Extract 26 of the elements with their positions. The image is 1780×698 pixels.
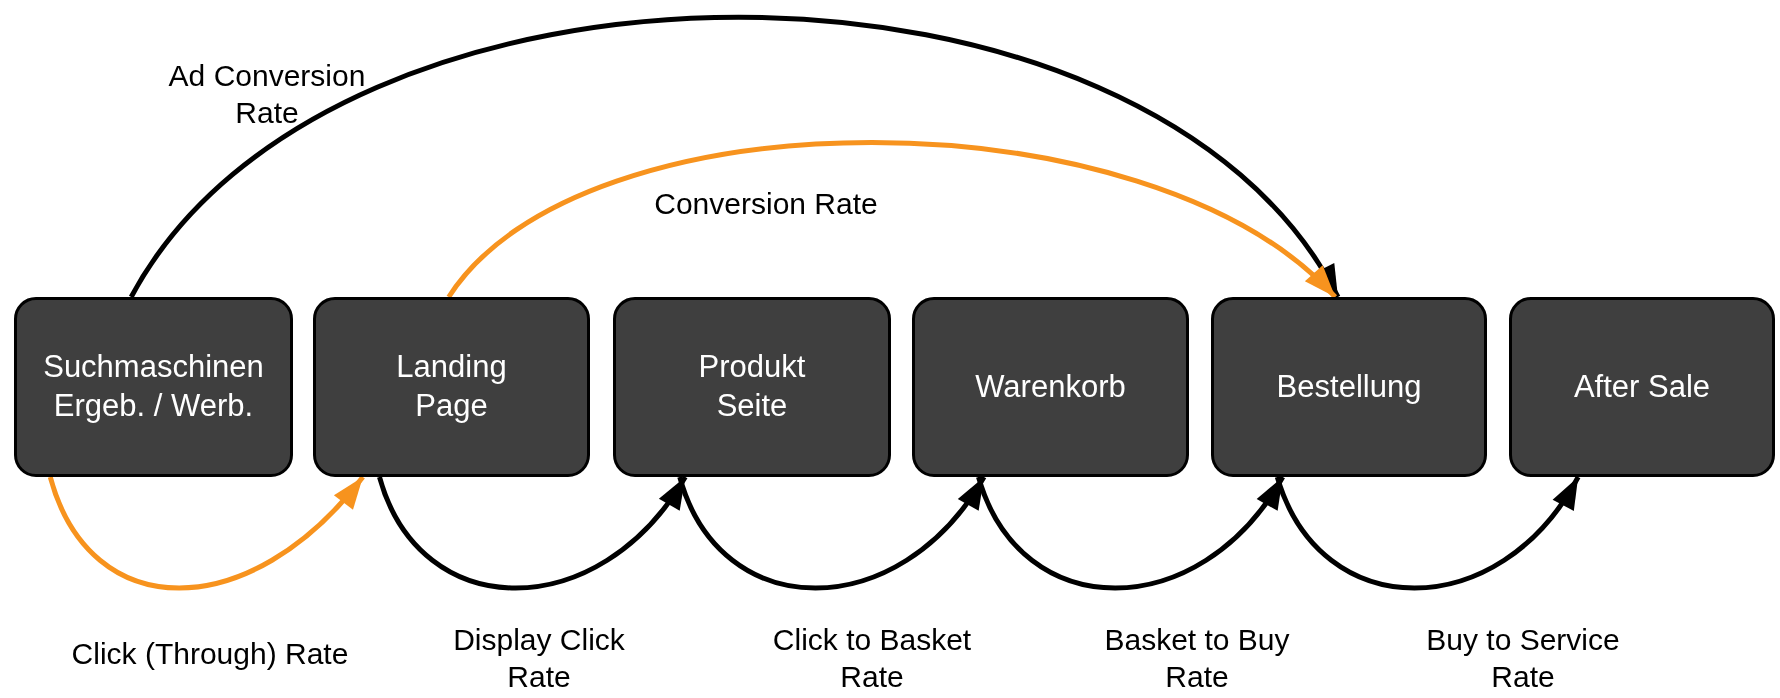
edge-label: Click to Basket Rate: [771, 622, 973, 695]
curved-arrow: [446, 140, 1337, 299]
node-label: After Sale: [1573, 367, 1711, 406]
curved-arrow: [1274, 475, 1581, 591]
edge-label: Ad Conversion Rate: [167, 58, 367, 131]
edge-label: Click (Through) Rate: [70, 636, 350, 672]
curved-arrow: [377, 475, 688, 591]
curved-arrow: [976, 475, 1285, 591]
process-box: [1211, 297, 1487, 477]
curved-arrow: [47, 475, 365, 591]
process-box: [313, 297, 590, 477]
curved-arrow: [129, 15, 1340, 299]
edge-label: Basket to Buy Rate: [1103, 622, 1291, 695]
edge-label: Buy to Service Rate: [1425, 622, 1621, 695]
edge-label: Display Click Rate: [452, 622, 626, 695]
process-box: [1509, 297, 1775, 477]
node-label: Landing Page: [395, 348, 508, 425]
process-box: [613, 297, 891, 477]
process-box: [912, 297, 1189, 477]
node-label: Bestellung: [1276, 367, 1422, 406]
node-label: Suchmaschinen Ergeb. / Werb.: [42, 348, 265, 425]
node-label: Warenkorb: [975, 367, 1126, 406]
node-label: Produkt Seite: [697, 348, 807, 425]
curved-arrow: [677, 475, 987, 591]
edge-label: Conversion Rate: [653, 186, 879, 222]
process-box: [14, 297, 293, 477]
